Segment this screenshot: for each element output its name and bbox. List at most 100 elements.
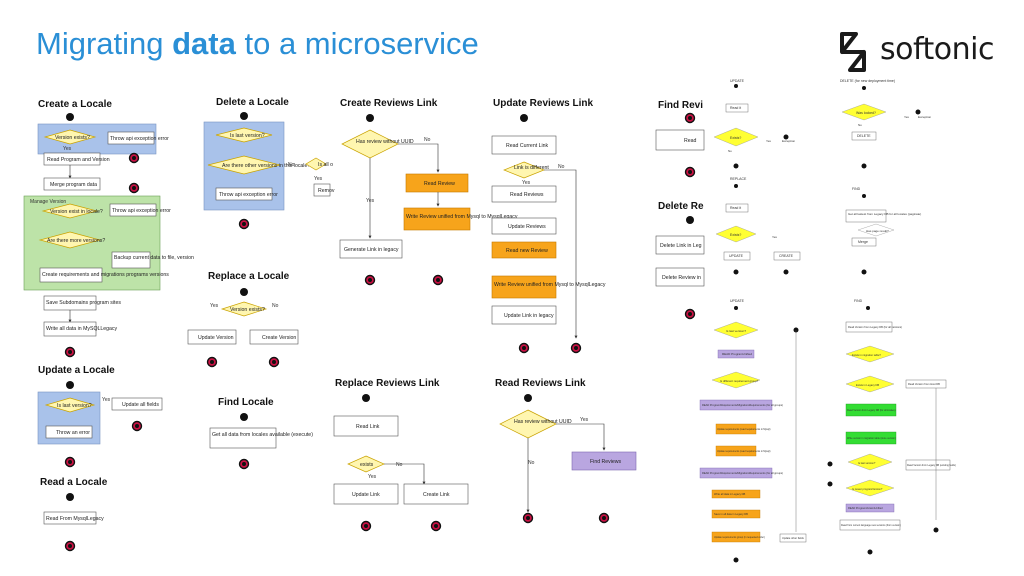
edge-label-no: No	[272, 303, 279, 309]
decision-label: Are there more versions?	[47, 238, 105, 244]
action-node	[403, 483, 469, 505]
decision-label: Exists in migration table?	[852, 353, 881, 357]
diagram-create-locale: Create a Locale Version exists? Throw ap…	[23, 99, 194, 358]
decision-label: Was locked?	[856, 111, 876, 115]
decision-node	[305, 157, 327, 171]
decision-node	[44, 397, 96, 413]
start-node	[66, 381, 74, 389]
update-reviews-link-title: Update Reviews Link	[493, 98, 593, 109]
title-text-pre: Migrating	[36, 26, 173, 61]
exception-label: Exception	[782, 139, 796, 143]
action-label: Read Version from Legacy DB (for all ver…	[848, 325, 902, 329]
action-label: Write Review unified from Mysql to Mysql…	[494, 282, 606, 288]
diagram-thumb-a: UPDATE Read it Exists? Yes No Exception	[713, 79, 796, 169]
diagram-thumb-c: REPLACE Read it Exists? Yes UPDATE CREAT…	[715, 177, 801, 275]
action-label: Create requirements and migrations progr…	[42, 272, 169, 278]
action-node	[491, 185, 557, 203]
decision-node	[713, 127, 759, 147]
decision-node	[713, 321, 759, 339]
action-label: Update Version	[198, 335, 234, 341]
decision-label: Exists?	[730, 136, 741, 140]
start-node	[240, 413, 248, 421]
decision-label: Is newer programVersion?	[852, 487, 883, 491]
action-label: Find Reviews	[590, 459, 622, 465]
action-node	[111, 251, 151, 269]
start-node	[240, 112, 248, 120]
action-label: Read Current Link	[506, 143, 549, 149]
action-node	[43, 177, 101, 191]
edge-label-yes: Yes	[210, 303, 219, 309]
decision-node	[503, 161, 545, 179]
decision-node	[857, 223, 895, 237]
group-label: Manage Version	[30, 199, 66, 205]
action-node	[107, 131, 155, 145]
diagram-create-reviews-link: Create Reviews Link Has review without U…	[339, 98, 518, 286]
action-label: Write version in migration table (store …	[847, 437, 896, 440]
decision-node	[845, 479, 895, 497]
action-label: Read from current language new versions …	[841, 524, 901, 527]
action-node	[715, 423, 757, 435]
decision-label: Is last version?	[858, 461, 876, 465]
exception-label: Exception	[918, 115, 932, 119]
action-node	[405, 173, 469, 193]
decision-label: Version exists?	[55, 135, 90, 141]
decision-label: Has page result?	[866, 229, 889, 233]
action-label: Read Version from Legacy DB (existing fi…	[907, 464, 956, 467]
read-locale-title: Read a Locale	[40, 477, 108, 488]
decision-node	[43, 129, 97, 145]
action-label: Update requirements (read requirements i…	[717, 428, 771, 431]
action-node	[43, 321, 97, 337]
action-label: Read it	[730, 206, 741, 210]
action-node	[715, 445, 757, 457]
diagram-delete-locale: Delete a Locale Is last version? Are the…	[203, 97, 335, 230]
action-node	[779, 533, 807, 543]
action-label: Update requirements group (in requested …	[714, 536, 765, 539]
action-label: Update Link	[352, 492, 380, 498]
action-node	[845, 321, 893, 333]
action-node	[711, 531, 761, 543]
action-label: READ ProgramUnified	[722, 352, 752, 356]
action-label: Generate Link in legacy	[344, 247, 399, 253]
create-reviews-link-title: Create Reviews Link	[340, 98, 438, 109]
start-node	[66, 113, 74, 121]
action-label: Read it	[730, 106, 741, 110]
start-node	[66, 493, 74, 501]
action-node	[491, 217, 557, 235]
action-node	[717, 349, 755, 359]
decision-label: exists	[360, 462, 374, 468]
action-node	[845, 403, 897, 417]
diagram-read-locale: Read a Locale Read From MysqlLegacy	[40, 477, 108, 552]
action-node	[249, 329, 299, 345]
edge-label-no: No	[558, 164, 565, 170]
action-label: Write all data in MySQLLegacy	[46, 326, 118, 332]
action-label: UPDATE	[729, 254, 744, 258]
action-node	[491, 305, 557, 325]
title-text-bold: data	[172, 26, 236, 61]
edge-label-no: No	[396, 462, 403, 468]
edge-label-yes: Yes	[368, 474, 377, 480]
action-label: Delete Review in	[662, 275, 701, 281]
action-node	[711, 489, 761, 499]
action-node	[491, 241, 557, 259]
action-node	[403, 207, 471, 231]
action-label: Read Version from Legacy DB (for all loc…	[847, 409, 896, 412]
edge-label-no: No	[288, 162, 295, 168]
decision-label: Version exist in locale?	[50, 209, 103, 215]
action-label: DELETE	[857, 134, 871, 138]
start-node	[686, 216, 694, 224]
action-label: READ ProgramVersionUnified	[848, 506, 883, 510]
action-label: Update all fields	[122, 402, 159, 408]
action-label: Merge program data	[50, 182, 97, 188]
action-label: Update Reviews	[508, 224, 546, 230]
create-locale-title: Create a Locale	[38, 99, 112, 110]
action-label: Create Version	[262, 335, 296, 341]
action-label: Throw an error	[56, 430, 90, 436]
decision-node	[207, 155, 281, 175]
action-node	[491, 275, 557, 299]
action-node	[491, 135, 557, 155]
action-label: READ Program/Requirements/MigrationsRequ…	[702, 471, 783, 475]
action-node	[571, 451, 637, 471]
delete-locale-title: Delete a Locale	[216, 97, 289, 108]
decision-label: Link is different	[514, 165, 549, 171]
edge-label-yes: Yes	[102, 397, 111, 403]
